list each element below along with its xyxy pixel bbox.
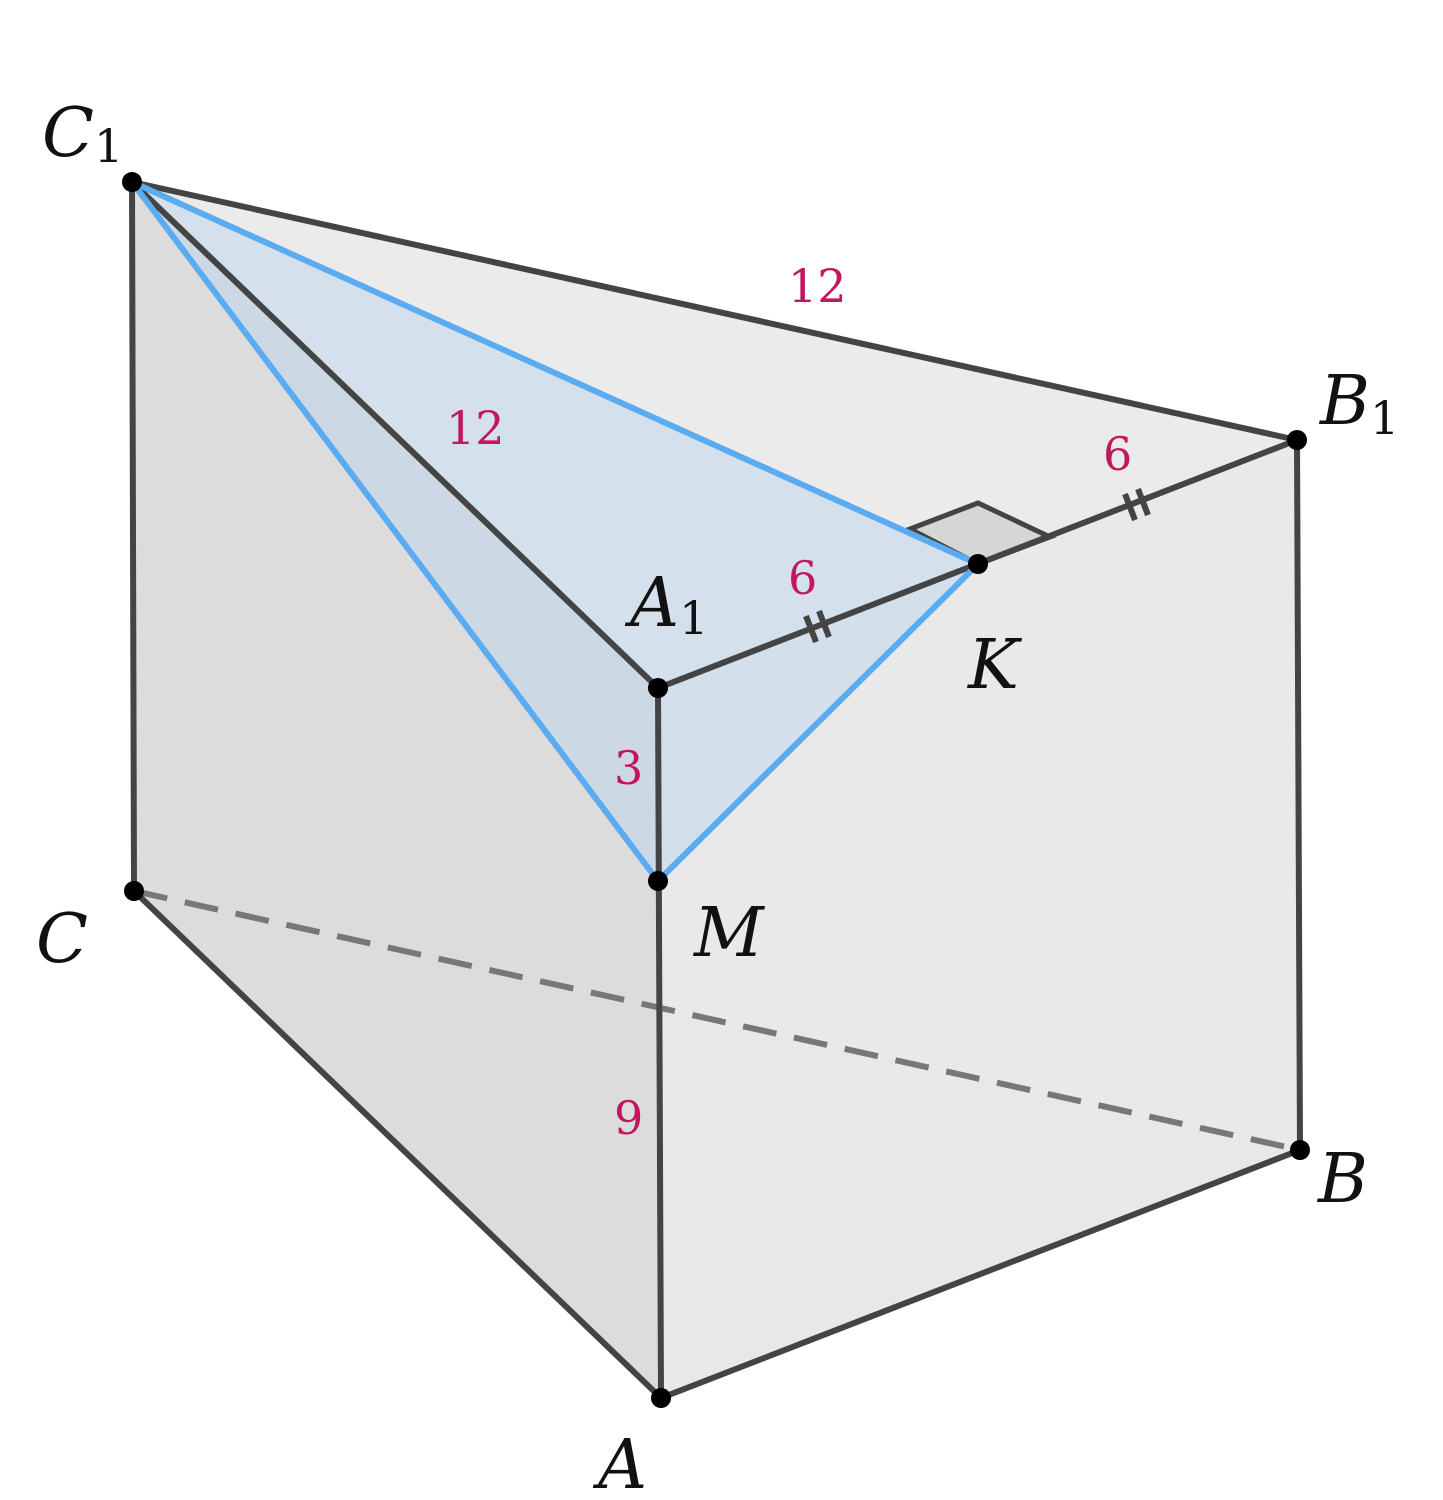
tick-marks-a1k — [803, 609, 832, 644]
label-b: B — [1316, 1140, 1368, 1219]
edge-ca — [131, 888, 664, 1401]
vertex-dot-c — [124, 881, 144, 901]
label-m: M — [692, 894, 766, 973]
label-a1: A1 — [624, 564, 708, 645]
label-a: A — [592, 1426, 647, 1500]
vertex-dot-c1 — [122, 172, 142, 192]
vertex-dot-k — [968, 554, 988, 574]
edge-c1a1 — [129, 179, 661, 691]
vertex-dot-a — [651, 1388, 671, 1408]
section-edge-c1k — [130, 179, 980, 567]
face-left-cc1a1a — [132, 182, 661, 1398]
vertex-dot-m — [648, 871, 668, 891]
section-edge-c1m — [129, 180, 661, 883]
length-a1m: 3 — [614, 741, 643, 795]
section-edge-km — [655, 561, 981, 884]
label-b1: B1 — [1318, 362, 1399, 445]
tick-marks-kb1 — [1122, 487, 1151, 522]
length-ma: 9 — [614, 1091, 643, 1145]
length-a1k: 6 — [788, 551, 817, 605]
label-k: K — [966, 626, 1023, 705]
vertex-dot-b1 — [1287, 430, 1307, 450]
face-top-a1b1c1 — [132, 182, 1297, 688]
edge-cc1 — [129, 181, 137, 892]
length-c1b1: 12 — [788, 259, 847, 313]
edge-ab — [659, 1147, 1302, 1401]
edge-cb-hidden — [133, 888, 1301, 1153]
vertex-dot-a1 — [648, 678, 668, 698]
vertex-dot-b — [1290, 1140, 1310, 1160]
edge-c1b1 — [131, 179, 1298, 443]
length-c1a1: 12 — [446, 401, 505, 455]
label-c: C — [36, 900, 88, 979]
edge-aa1 — [655, 687, 664, 1399]
section-triangle-c1km — [132, 182, 978, 881]
edge-bb1 — [1294, 439, 1303, 1151]
face-front-aa1b1b — [658, 440, 1300, 1398]
label-c1: C1 — [42, 94, 123, 173]
length-kb1: 6 — [1103, 427, 1132, 481]
